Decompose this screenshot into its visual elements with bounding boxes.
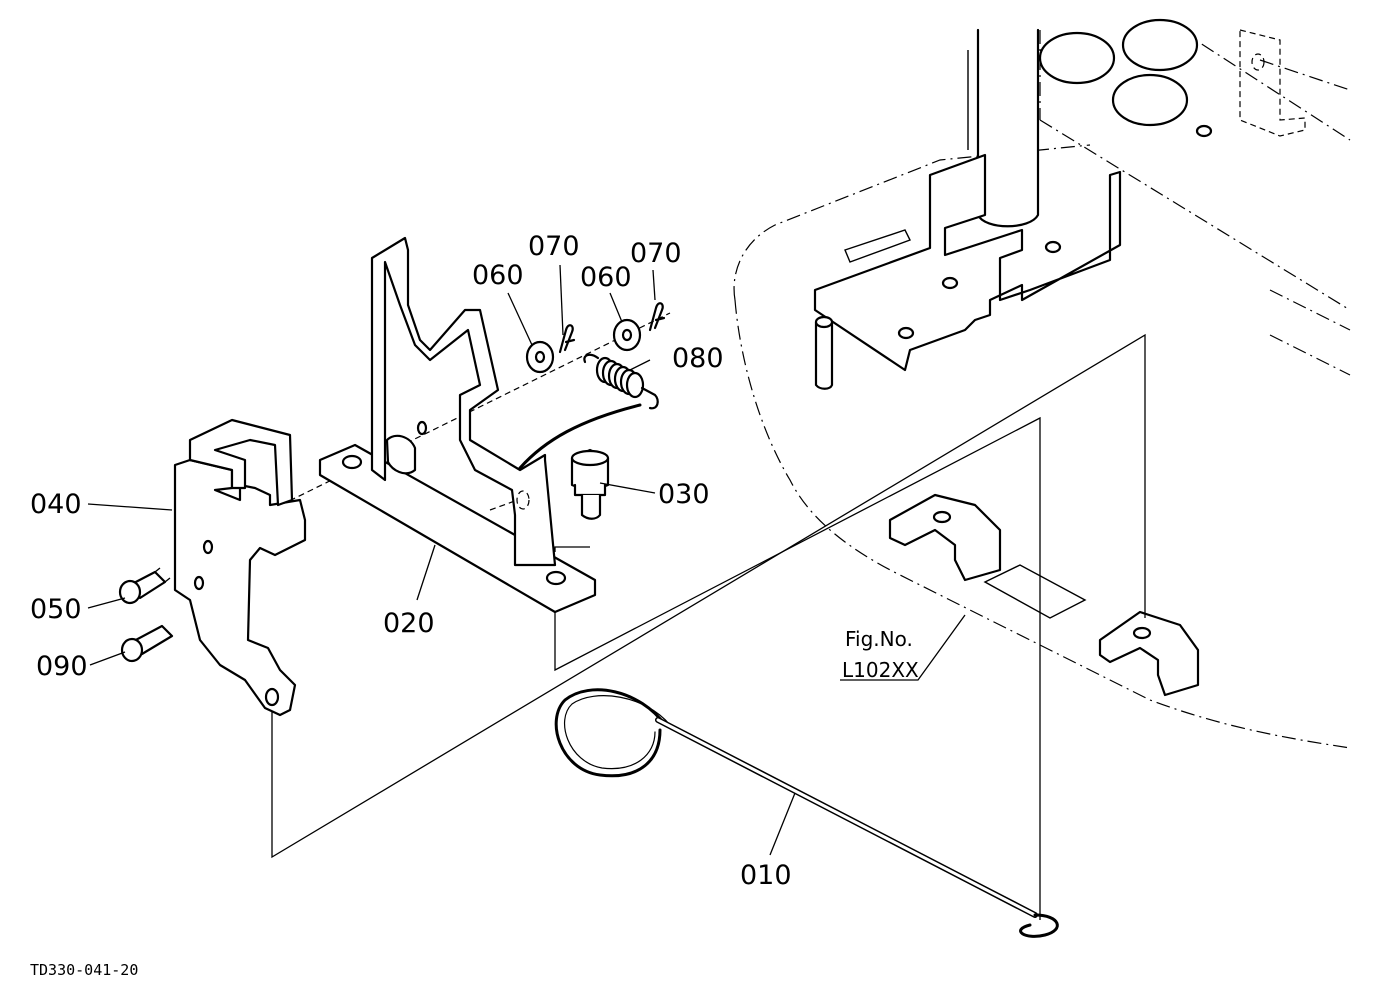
callout-070-a: 070 [528, 231, 580, 262]
callout-060-b: 060 [580, 262, 632, 293]
part-050-pin[interactable] [118, 567, 171, 605]
part-020-bracket[interactable] [318, 236, 597, 614]
part-090-pin[interactable] [120, 624, 174, 663]
fig-ref-number: L102XX [842, 658, 919, 682]
spring-wire [518, 403, 642, 470]
assembly-lines [199, 312, 1146, 920]
part-070-pin-a[interactable] [558, 324, 576, 354]
callout-080: 080 [672, 343, 724, 374]
part-060-washer-a[interactable] [525, 340, 555, 374]
callout-010: 010 [740, 860, 792, 891]
callout-030: 030 [658, 479, 710, 510]
callout-060-a: 060 [472, 260, 524, 291]
callout-leaders [87, 264, 966, 856]
part-060-washer-b[interactable] [612, 318, 642, 352]
part-080-spring[interactable] [583, 353, 659, 410]
callout-040: 040 [30, 489, 82, 520]
fig-ref-label: Fig.No. [845, 627, 913, 651]
drawing-code: TD330-041-20 [30, 961, 138, 979]
part-040-lever-plate[interactable] [173, 418, 307, 717]
part-070-pin-b[interactable] [648, 302, 666, 332]
part-010-rod[interactable] [554, 688, 1059, 938]
machine-frame [733, 18, 1351, 749]
callout-050: 050 [30, 594, 82, 625]
callout-090: 090 [36, 651, 88, 682]
callout-070-b: 070 [630, 238, 682, 269]
callout-020: 020 [383, 608, 435, 639]
part-030-bolt[interactable] [570, 448, 610, 520]
